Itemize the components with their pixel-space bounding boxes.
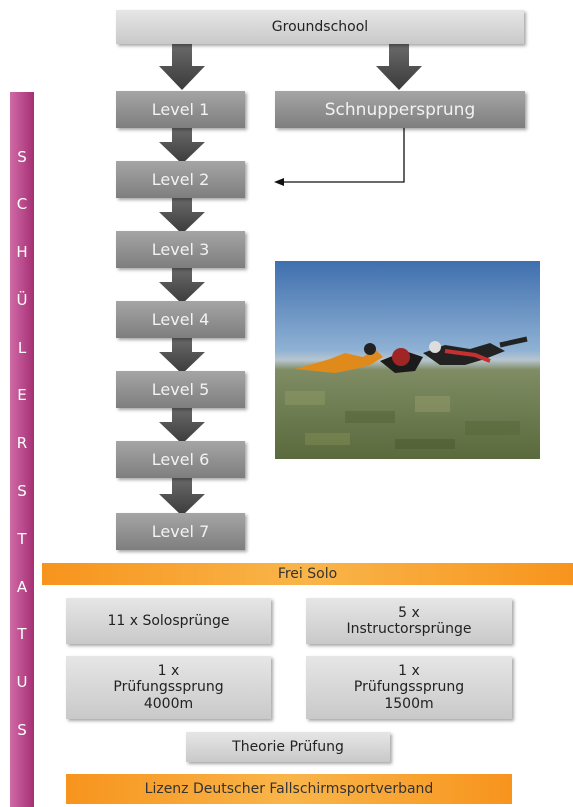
pruefungssprung-4000-label: 1 x Prüfungssprung 4000m	[113, 663, 224, 712]
schnuppersprung-label: Schnuppersprung	[324, 99, 476, 120]
sidebar-letters: S C H Ü L E R S T A T U S	[11, 92, 33, 807]
lizenz-label: Lizenz Deutscher Fallschirmsportverband	[144, 781, 434, 797]
block-arrow-level2-level3	[159, 198, 205, 234]
block-arrow-level4-level5	[159, 338, 205, 374]
pruefungssprung-1500-label: 1 x Prüfungssprung 1500m	[353, 663, 465, 712]
sidebar-letter-8: S	[17, 482, 27, 500]
theorie-pruefung-label: Theorie Prüfung	[232, 738, 344, 755]
solospruenge-label: 11 x Solosprünge	[107, 612, 230, 629]
level-5-label: Level 5	[151, 380, 210, 399]
block-arrow-level6-level7	[159, 478, 205, 516]
skydivers-photo-illustration	[275, 261, 540, 459]
sidebar-letter-6: E	[17, 386, 27, 404]
lizenz-banner: Lizenz Deutscher Fallschirmsportverband	[66, 774, 512, 804]
instructorspruenge-box: 5 x Instructorsprünge	[306, 598, 512, 644]
level-7-box: Level 7	[116, 513, 245, 550]
block-arrow-level3-level4	[159, 268, 205, 304]
frei-solo-banner: Frei Solo	[42, 563, 573, 585]
level-3-box: Level 3	[116, 231, 245, 268]
pruefungssprung-4000-box: 1 x Prüfungssprung 4000m	[66, 656, 271, 719]
frei-solo-label: Frei Solo	[277, 566, 338, 582]
level-1-label: Level 1	[151, 100, 210, 119]
sidebar-letter-1: S	[17, 148, 27, 166]
level-2-box: Level 2	[116, 161, 245, 198]
connector-schnupper-level2	[274, 128, 405, 186]
sidebar-letter-9: T	[17, 530, 27, 548]
instructorspruenge-label: 5 x Instructorsprünge	[346, 604, 472, 637]
sidebar-letter-3: H	[16, 243, 28, 261]
level-6-label: Level 6	[151, 450, 210, 469]
groundschool-label: Groundschool	[271, 18, 369, 35]
sidebar-letter-10: A	[16, 578, 28, 596]
level-1-box: Level 1	[116, 91, 245, 128]
level-2-label: Level 2	[151, 170, 210, 189]
sidebar-letter-11: T	[17, 625, 27, 643]
sidebar-letter-4: Ü	[16, 291, 28, 309]
groundschool-box: Groundschool	[116, 10, 524, 44]
theorie-pruefung-box: Theorie Prüfung	[186, 732, 390, 762]
block-arrow-level5-level6	[159, 408, 205, 444]
schnuppersprung-box: Schnuppersprung	[275, 91, 525, 128]
skydivers-formation-photo	[275, 261, 540, 459]
solospruenge-box: 11 x Solosprünge	[66, 598, 271, 644]
level-4-box: Level 4	[116, 301, 245, 338]
block-arrow-level1-level2	[159, 128, 205, 164]
level-6-box: Level 6	[116, 441, 245, 478]
sidebar-letter-13: S	[17, 721, 27, 739]
level-3-label: Level 3	[151, 240, 210, 259]
sidebar-letter-2: C	[16, 195, 28, 213]
block-arrow-groundschool-level1	[159, 44, 205, 90]
sidebar-letter-5: L	[17, 339, 27, 357]
pruefungssprung-1500-box: 1 x Prüfungssprung 1500m	[306, 656, 512, 719]
schuelerstatus-sidebar	[10, 92, 34, 807]
block-arrow-groundschool-schnupper	[376, 44, 422, 90]
level-5-box: Level 5	[116, 371, 245, 408]
level-7-label: Level 7	[151, 522, 210, 541]
level-4-label: Level 4	[151, 310, 210, 329]
sidebar-letter-7: R	[16, 434, 28, 452]
sidebar-letter-12: U	[16, 673, 28, 691]
